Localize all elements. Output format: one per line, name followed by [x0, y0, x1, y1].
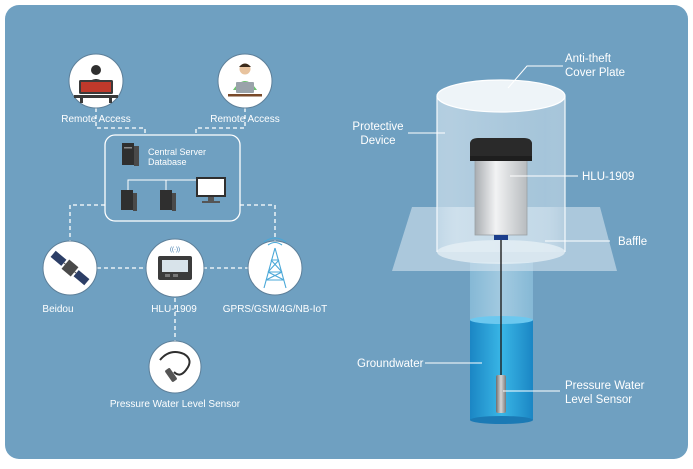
workstation-icon-2 [160, 190, 176, 211]
hlu-device-label: HLU-1909 [582, 171, 634, 183]
protective-device-label-line2: Device [360, 135, 395, 147]
anti-theft-label-line1: Anti-theft [565, 53, 612, 65]
server-label-line1: Central Server [148, 147, 206, 157]
submerged-sensor [496, 375, 506, 413]
anti-theft-label-line2: Cover Plate [565, 67, 625, 79]
hlu-device-box [470, 138, 532, 240]
cell-tower-icon [247, 237, 303, 296]
beidou-label: Beidou [42, 304, 73, 315]
server-label-line2: Database [148, 157, 187, 167]
remote-access-left-label: Remote Access [61, 114, 130, 125]
central-server-box [104, 134, 241, 222]
beidou-satellite-icon [42, 240, 98, 296]
remote-access-right-label: Remote Access [210, 114, 279, 125]
network-connectors [69, 108, 276, 342]
monitor-icon [196, 177, 226, 203]
pressure-sensor-icon [148, 340, 202, 394]
hlu-logger-icon: ((·)) [145, 238, 205, 298]
server-tower-icon [122, 143, 139, 166]
remote-access-right-icon [217, 53, 273, 109]
protective-device-label-line1: Protective [352, 121, 403, 133]
hlu-logger-label: HLU-1909 [151, 304, 197, 315]
remote-access-left-icon [68, 53, 124, 109]
pressure-sensor-label: Pressure Water Level Sensor [110, 399, 241, 410]
workstation-icon-1 [121, 190, 137, 211]
installation-callouts [408, 65, 610, 392]
pressure-sensor-label-line2: Level Sensor [565, 394, 632, 406]
groundwater-label: Groundwater [357, 358, 424, 370]
water-bottom [470, 416, 533, 424]
anti-theft-cover-plate [436, 79, 566, 113]
svg-text:((·)): ((·)) [170, 247, 180, 253]
baffle-label: Baffle [618, 236, 647, 248]
gprs-label: GPRS/GSM/4G/NB-IoT [223, 304, 327, 315]
pressure-sensor-label-line1: Pressure Water [565, 380, 645, 392]
